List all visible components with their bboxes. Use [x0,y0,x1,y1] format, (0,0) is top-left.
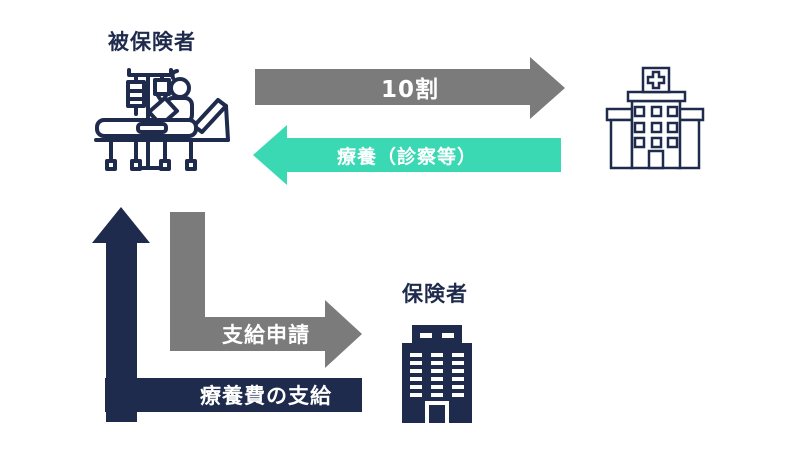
reimbursement-arrow-icon [92,207,362,422]
building-door-icon [429,405,445,423]
treatment-arrow-label: 療養（診察等） [336,145,477,168]
insured-person-label: 被保険者 [108,30,196,54]
application-arrow-icon [170,212,362,368]
insurer-label: 保険者 [402,282,468,306]
application-arrow-label: 支給申請 [222,323,310,347]
office-building-icon [402,325,472,423]
hospital-building-icon [605,66,705,170]
full-payment-arrow-icon [255,57,565,119]
medical-cross-icon [646,70,666,90]
reimbursement-arrow-label: 療養費の支給 [200,384,332,408]
full-payment-arrow-label: 10割 [380,77,439,103]
treatment-arrow-icon [253,125,561,185]
patient-in-hospital-bed-icon [94,68,230,171]
